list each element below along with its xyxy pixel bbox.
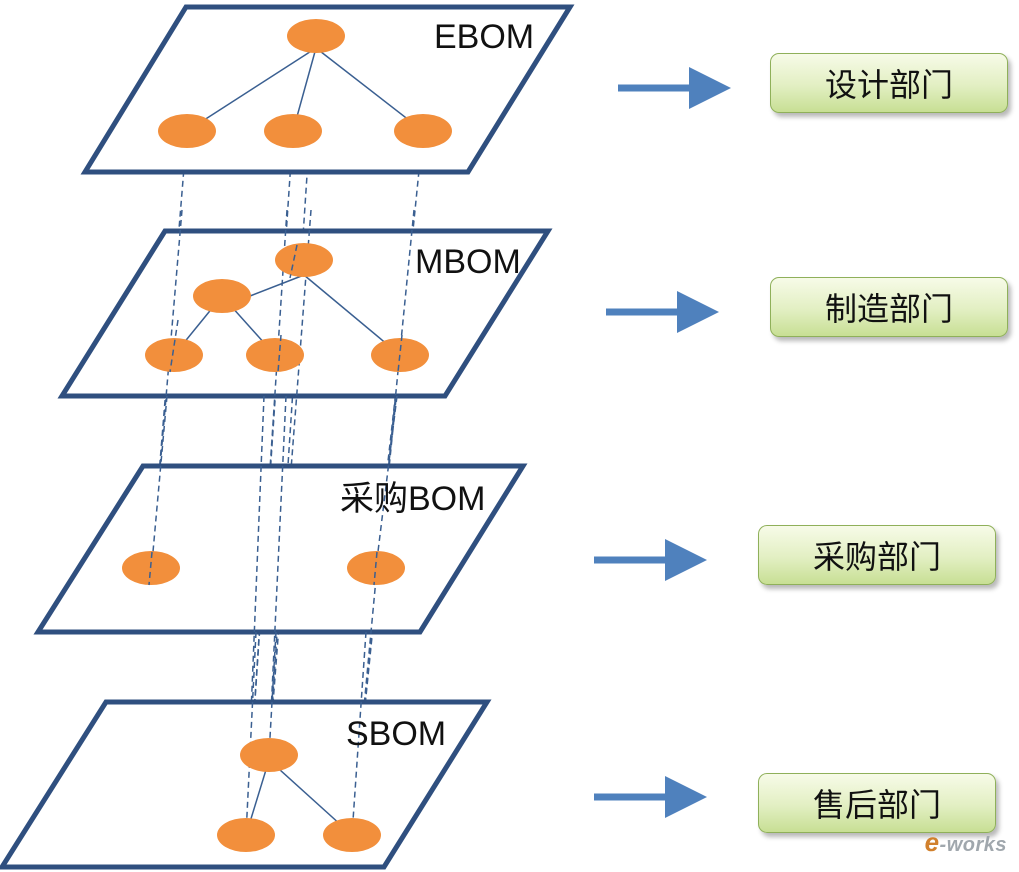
sbom-layer-label: SBOM — [346, 715, 446, 753]
link-ebom-left-to-pbom — [149, 130, 188, 586]
ebom-node-child-1 — [158, 114, 216, 148]
department-box-manufacturing: 制造部门 — [770, 277, 1008, 337]
mbom-layer: MBOM — [57, 209, 553, 836]
pbom-plane — [33, 463, 528, 635]
mbom-dashed-through-nodes — [169, 244, 403, 373]
sbom-node-child-2 — [323, 818, 381, 852]
ebom-layer: EBOM — [80, 4, 575, 175]
pbom-node-1 — [122, 551, 180, 585]
pbom-node-2 — [347, 551, 405, 585]
pbom-layer: 采购BOM — [33, 395, 528, 836]
department-box-design: 设计部门 — [770, 53, 1008, 113]
department-label-purchasing: 采购部门 — [812, 538, 941, 576]
ebom-node-root — [287, 19, 345, 53]
pbom-layer-label: 采购BOM — [340, 480, 485, 518]
department-label-design: 设计部门 — [824, 66, 953, 104]
department-label-after-sales: 售后部门 — [812, 786, 941, 824]
mbom-node-child-1 — [145, 338, 203, 372]
sbom-node-child-1 — [217, 818, 275, 852]
mbom-node-sub — [193, 279, 251, 313]
ebom-node-child-3 — [394, 114, 452, 148]
sbom-layer: SBOM — [0, 631, 492, 870]
department-arrows — [594, 67, 731, 818]
sbom-dashed-overlay — [245, 631, 367, 836]
department-label-manufacturing: 制造部门 — [824, 290, 953, 328]
ebom-node-child-2 — [264, 114, 322, 148]
e-works-logo: e-works — [924, 827, 1007, 857]
sbom-node-root — [240, 738, 298, 772]
mbom-layer-label: MBOM — [415, 243, 521, 281]
mbom-node-child-2 — [246, 338, 304, 372]
pbom-dashed-through-nodes — [148, 551, 378, 586]
department-box-after-sales: 售后部门 — [758, 773, 996, 833]
ebom-layer-label: EBOM — [434, 18, 534, 56]
mbom-node-root — [275, 243, 333, 277]
department-box-purchasing: 采购部门 — [758, 525, 996, 585]
